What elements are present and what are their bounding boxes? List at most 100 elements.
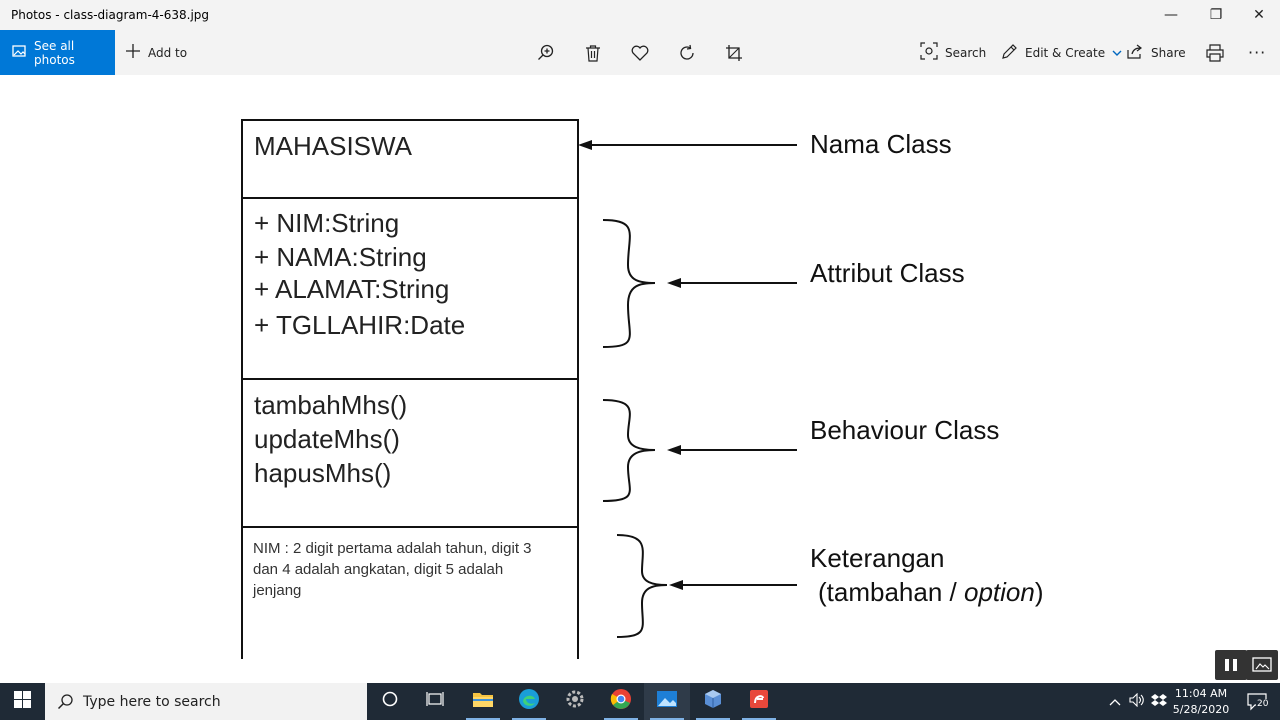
photos-icon xyxy=(12,44,26,61)
close-button[interactable]: ✕ xyxy=(1253,7,1265,23)
notification-icon: 20 xyxy=(1247,692,1270,711)
cortana-button[interactable] xyxy=(367,683,413,720)
favorite-button[interactable] xyxy=(628,30,652,75)
uml-class-box: MAHASISWA + NIM:String + NAMA:String + A… xyxy=(241,119,579,659)
clock-date: 5/28/2020 xyxy=(1172,703,1230,716)
arrowhead xyxy=(667,278,681,288)
label-keterangan-detail: (tambahan / option) xyxy=(818,577,1044,607)
class-name-section: MAHASISWA xyxy=(243,121,577,199)
chevron-up-icon xyxy=(1109,695,1121,709)
taskbar-file-explorer[interactable] xyxy=(460,683,506,720)
arrowhead xyxy=(578,140,592,150)
delete-icon xyxy=(581,41,605,65)
show-hidden-icons-button[interactable] xyxy=(1104,683,1126,720)
plus-icon xyxy=(125,43,141,62)
photos-app-icon xyxy=(656,690,678,713)
diagram-connectors xyxy=(578,140,797,638)
class-name: MAHASISWA xyxy=(254,131,412,161)
taskbar-search-box[interactable]: Type here to search xyxy=(45,683,367,720)
label-nama-class: Nama Class xyxy=(810,129,952,159)
share-icon xyxy=(1127,44,1144,62)
fullscreen-button[interactable] xyxy=(1246,650,1278,680)
note-section: NIM : 2 digit pertama adalah tahun, digi… xyxy=(243,528,577,668)
zoom-in-icon xyxy=(534,41,558,65)
attributes-section: + NIM:String + NAMA:String + ALAMAT:Stri… xyxy=(243,199,577,380)
toolbar: See all photos Add to Search xyxy=(0,30,1280,75)
favorite-icon xyxy=(628,41,652,65)
start-button[interactable] xyxy=(0,683,45,720)
cortana-icon xyxy=(382,691,398,712)
note-text: NIM : 2 digit pertama adalah tahun, digi… xyxy=(253,540,532,599)
print-button[interactable] xyxy=(1203,30,1227,75)
attribute-line: + ALAMAT:String xyxy=(254,274,450,304)
search-button[interactable]: Search xyxy=(920,30,986,75)
minimize-button[interactable]: — xyxy=(1164,7,1178,23)
print-icon xyxy=(1203,41,1227,65)
taskbar-edge[interactable] xyxy=(506,683,552,720)
rotate-icon xyxy=(675,41,699,65)
brace-methods xyxy=(602,399,656,502)
restore-button[interactable]: ❐ xyxy=(1209,7,1223,23)
share-label: Share xyxy=(1151,45,1186,60)
taskbar-clock[interactable]: 11:04 AM 5/28/2020 xyxy=(1170,686,1232,718)
volume-button[interactable] xyxy=(1126,683,1148,720)
taskbar-chrome[interactable] xyxy=(598,683,644,720)
window-title: Photos - class-diagram-4-638.jpg xyxy=(11,8,210,22)
zoom-button[interactable] xyxy=(534,30,558,75)
edit-create-label: Edit & Create xyxy=(1025,45,1106,60)
action-center-button[interactable]: 20 xyxy=(1238,683,1276,720)
search-placeholder: Type here to search xyxy=(83,693,221,710)
edit-create-button[interactable]: Edit & Create xyxy=(1001,30,1122,75)
search-icon xyxy=(57,693,73,710)
folder-icon xyxy=(472,690,494,713)
see-all-photos-label: See all photos xyxy=(34,38,75,67)
clock-time: 11:04 AM xyxy=(1174,687,1228,700)
visual-search-icon xyxy=(920,42,938,63)
search-label: Search xyxy=(945,45,987,60)
attribute-line: + NAMA:String xyxy=(254,242,427,272)
more-options-button[interactable]: ··· xyxy=(1248,43,1267,62)
share-button[interactable]: Share xyxy=(1127,30,1186,75)
add-to-button[interactable]: Add to xyxy=(125,30,187,75)
taskbar-settings[interactable] xyxy=(552,683,598,720)
attribute-line: + NIM:String xyxy=(254,208,400,238)
notification-count: 20 xyxy=(1256,698,1270,709)
method-line: hapusMhs() xyxy=(254,458,392,488)
label-keterangan: Keterangan xyxy=(810,543,945,573)
chrome-icon xyxy=(610,688,632,715)
edge-browser-icon xyxy=(518,688,540,715)
task-view-button[interactable] xyxy=(412,683,458,720)
arrowhead xyxy=(669,580,683,590)
brace-attributes xyxy=(602,219,656,348)
edit-icon xyxy=(1001,43,1018,63)
delete-button[interactable] xyxy=(581,30,605,75)
speaker-icon xyxy=(1129,692,1145,710)
dropbox-button[interactable] xyxy=(1148,683,1170,720)
add-to-label: Add to xyxy=(148,45,188,60)
taskbar-virtualbox[interactable] xyxy=(690,683,736,720)
title-bar: Photos - class-diagram-4-638.jpg — ❐ ✕ xyxy=(0,0,1280,30)
see-all-photos-button[interactable]: See all photos xyxy=(0,30,115,75)
method-line: tambahMhs() xyxy=(254,390,408,420)
arrowhead xyxy=(667,445,681,455)
attribute-line: + TGLLAHIR:Date xyxy=(254,310,466,340)
red-app-icon xyxy=(749,689,769,714)
taskbar-photos[interactable] xyxy=(644,683,690,720)
dropbox-icon xyxy=(1151,693,1167,710)
taskbar: Type here to search 11:04 AM 5/28/2020 xyxy=(0,683,1280,720)
rotate-button[interactable] xyxy=(675,30,699,75)
taskbar-app-red[interactable] xyxy=(736,683,782,720)
task-view-icon xyxy=(426,691,444,712)
crop-button[interactable] xyxy=(722,30,746,75)
photo-viewer: MAHASISWA + NIM:String + NAMA:String + A… xyxy=(0,75,1280,683)
crop-icon xyxy=(722,41,746,65)
pause-slideshow-button[interactable] xyxy=(1215,650,1247,680)
windows-logo-icon xyxy=(14,690,31,713)
gear-icon xyxy=(565,689,585,714)
label-attribut-class: Attribut Class xyxy=(810,258,965,288)
chevron-down-icon xyxy=(1112,46,1122,60)
methods-section: tambahMhs() updateMhs() hapusMhs() xyxy=(243,380,577,528)
label-behaviour-class: Behaviour Class xyxy=(810,415,1000,445)
brace-note xyxy=(616,534,668,638)
method-line: updateMhs() xyxy=(254,424,400,454)
